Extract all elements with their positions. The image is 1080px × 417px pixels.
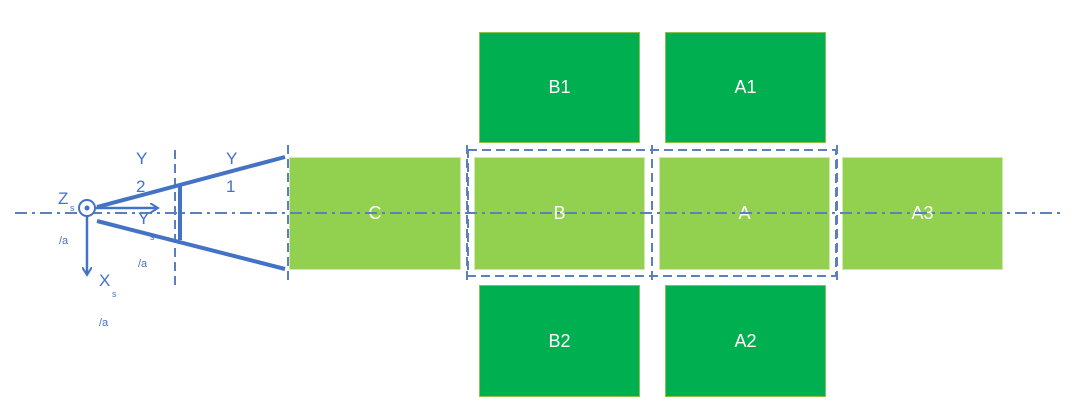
fov-upper-line	[96, 155, 286, 209]
ys-letter: Y	[138, 209, 150, 228]
box-b2-label: B2	[548, 330, 571, 351]
box-b1: B1	[479, 32, 640, 143]
sensor-origin-dot	[84, 205, 90, 211]
box-a2-label: A2	[734, 330, 757, 351]
xs-sub: s	[112, 289, 117, 299]
zs-sub: s	[70, 203, 75, 213]
y2-letter: Y	[136, 149, 148, 168]
box-a2: A2	[665, 285, 826, 397]
ys-unit: /a	[138, 258, 148, 270]
zs-unit: /a	[59, 235, 69, 247]
ys-sub: s	[150, 232, 155, 242]
y2-sub: 2	[136, 177, 146, 196]
y1-sub: 1	[226, 177, 236, 196]
xs-unit: /a	[99, 317, 109, 329]
box-b1-label: B1	[548, 77, 571, 97]
box-a1-label: A1	[734, 77, 757, 97]
zs-letter: Z	[58, 189, 69, 208]
xs-letter: X	[99, 271, 111, 290]
y1-letter: Y	[226, 149, 238, 168]
box-a1: A1	[665, 32, 826, 143]
fov-lower-line	[96, 219, 286, 271]
box-b2: B2	[479, 285, 640, 397]
dashed-frame-b-a	[467, 149, 837, 277]
